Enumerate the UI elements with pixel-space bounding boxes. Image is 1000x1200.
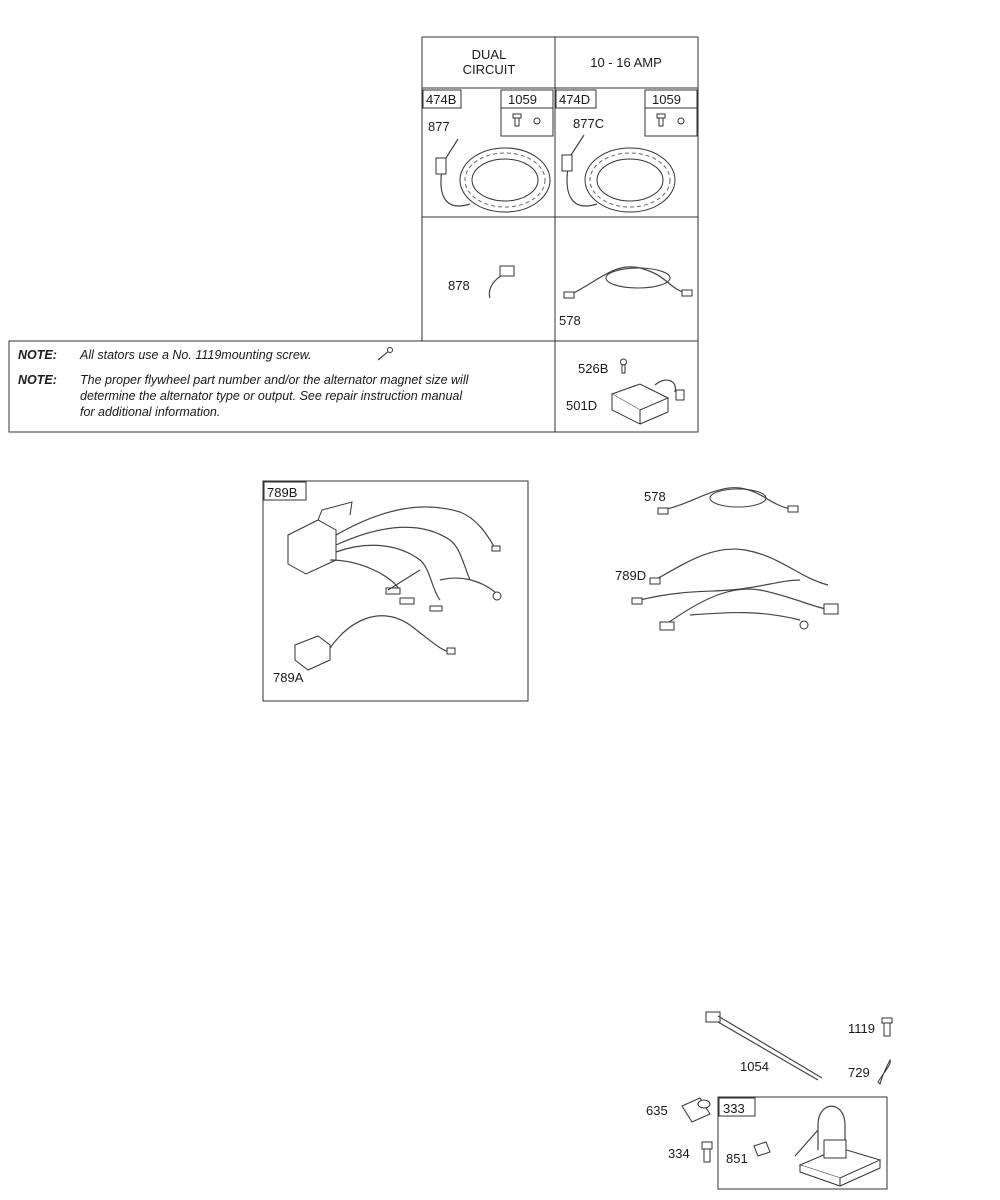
nut-icon [533, 117, 541, 125]
coil-333-box [717, 1096, 888, 1190]
notes: NOTE: All stators use a No. 1119mounting… [18, 347, 470, 419]
label-635: 635 [646, 1103, 668, 1118]
label-333: 333 [723, 1101, 745, 1116]
note-2-line-1: The proper flywheel part number and/or t… [80, 373, 470, 387]
harness-789d-icon [631, 548, 839, 631]
nut-icon [677, 117, 685, 125]
label-877: 877 [428, 119, 450, 134]
screw-icon [377, 347, 393, 361]
stator-connector-icon [561, 154, 573, 172]
label-1054: 1054 [740, 1059, 769, 1074]
screw-icon [656, 113, 666, 127]
label-878: 878 [448, 278, 470, 293]
connector-878-cell: 878 [448, 265, 515, 299]
header-circuit: CIRCUIT [463, 62, 516, 77]
ignition-coil-icon [794, 1105, 882, 1187]
label-851: 851 [726, 1151, 748, 1166]
adapter-icon [681, 1097, 711, 1123]
label-1059-right: 1059 [652, 92, 681, 107]
harness-578-icon [567, 266, 691, 297]
cable-tie-1054-icon [705, 1011, 823, 1081]
harness-789b-icon [287, 501, 502, 612]
note-2-prefix: NOTE: [18, 373, 57, 387]
bolt-icon [701, 1141, 713, 1163]
header-amp: 10 - 16 AMP [590, 55, 662, 70]
stator-connector-icon [435, 157, 447, 175]
harness-578-cell: 578 [559, 266, 693, 328]
ignition-group: 1054 1119 729 635 334 333 851 [646, 1011, 893, 1190]
stator-474d-cell: 474D 1059 877C [555, 89, 698, 213]
label-1059-left: 1059 [508, 92, 537, 107]
screw-icon [881, 1017, 893, 1037]
label-789d: 789D [615, 568, 646, 583]
note-1-prefix: NOTE: [18, 348, 57, 362]
label-474d: 474D [559, 92, 590, 107]
harness-789b-box: 789B 789A [262, 480, 529, 702]
stator-lead-wire [566, 167, 598, 207]
stator-474b-cell: 474B 1059 877 [422, 89, 554, 213]
label-1119: 1119 [848, 1021, 875, 1036]
bracket-icon [753, 1141, 771, 1157]
alternator-table: DUAL CIRCUIT 10 - 16 AMP 474B 1059 877 4… [8, 36, 699, 433]
note-2-line-3: for additional information. [80, 405, 220, 419]
label-789a: 789A [273, 670, 304, 685]
label-877c: 877C [573, 116, 604, 131]
label-474b: 474B [426, 92, 456, 107]
screw-icon [512, 113, 522, 127]
note-1-line-1: All stators use a No. 1119mounting screw… [79, 348, 312, 362]
harness-789a-icon [294, 615, 456, 671]
regulator-501d-icon [610, 379, 685, 425]
label-789b: 789B [267, 485, 297, 500]
note-2-line-2: determine the alternator type or output.… [80, 389, 463, 403]
label-334: 334 [668, 1146, 690, 1161]
label-578-table: 578 [559, 313, 581, 328]
regulator-cell: 526B 501D [566, 358, 685, 425]
label-501d: 501D [566, 398, 597, 413]
label-526b: 526B [578, 361, 608, 376]
label-578-loose: 578 [644, 489, 666, 504]
connector-878-icon [488, 274, 503, 299]
stator-lead-wire [440, 169, 471, 207]
header-dual: DUAL [472, 47, 507, 62]
table-note-frame [8, 340, 699, 433]
label-729: 729 [848, 1065, 870, 1080]
screw-icon [620, 358, 627, 374]
harness-578-loose-icon [657, 487, 799, 515]
loose-harness-group: 578 789D [615, 487, 839, 631]
clip-icon [877, 1058, 891, 1085]
